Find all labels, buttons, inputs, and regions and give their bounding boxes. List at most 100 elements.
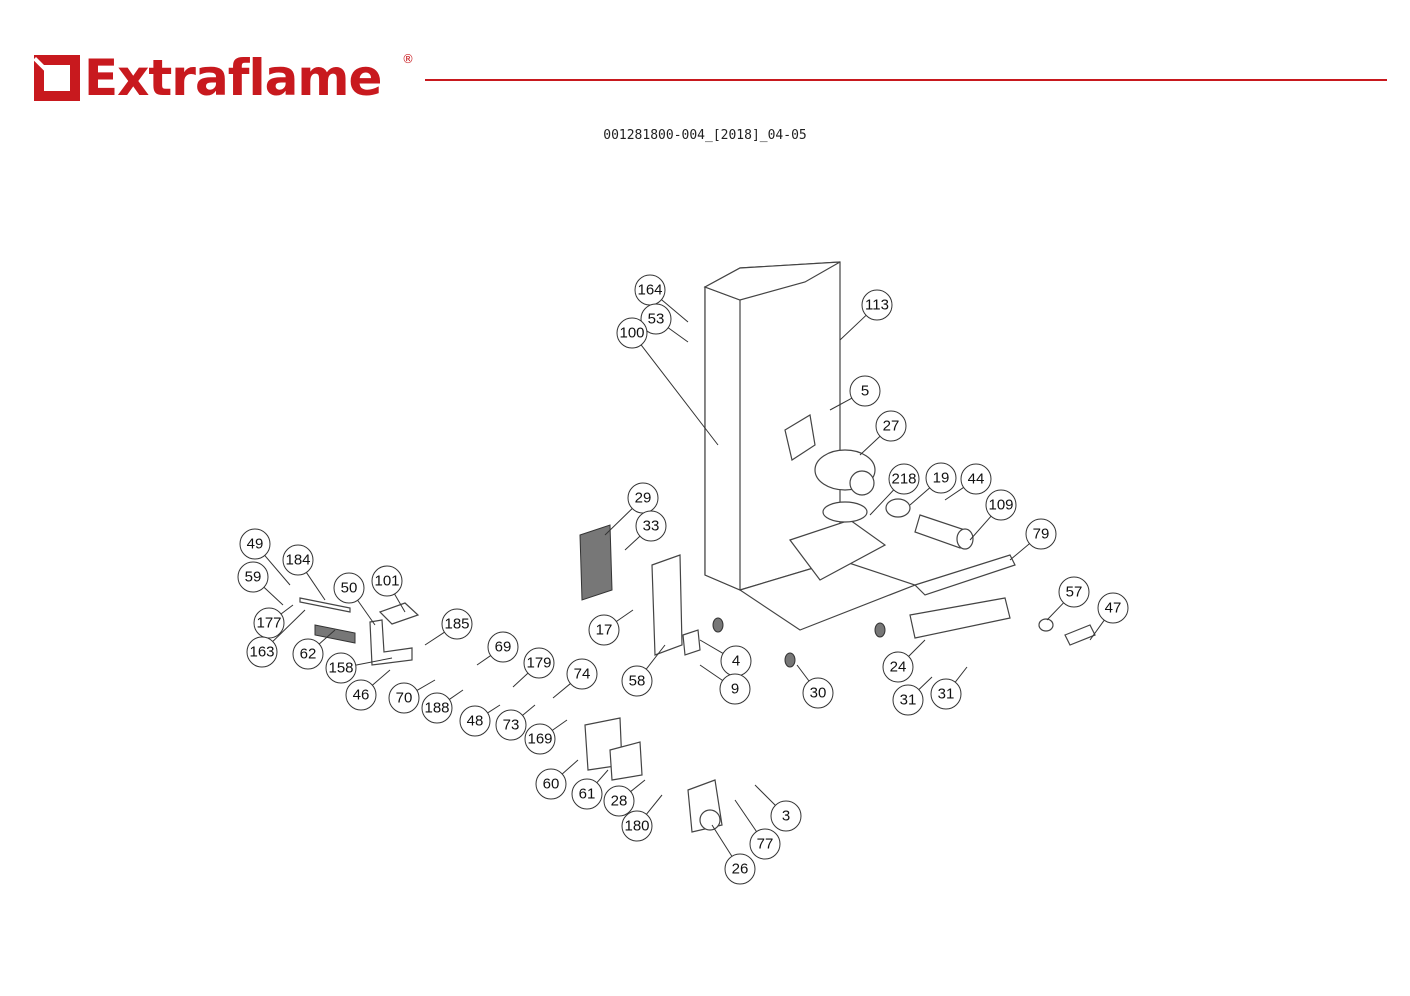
main-frame-side [704, 286, 741, 591]
callout-circle [1025, 518, 1057, 550]
header-rule [425, 79, 1387, 81]
logo-mark-icon [34, 55, 80, 101]
tube-109 [914, 514, 966, 549]
leader-line [699, 664, 723, 681]
callout-label: 19 [933, 470, 950, 487]
callout-circle [616, 317, 648, 349]
callout-30: 30 [796, 664, 834, 709]
leader-line [449, 689, 464, 700]
callout-label: 49 [247, 536, 264, 553]
bracket-58 [651, 554, 683, 656]
leader-line [596, 769, 609, 784]
callout-label: 62 [300, 646, 317, 663]
leader-line [512, 672, 529, 688]
callout-circle [588, 614, 620, 646]
callout-9: 9 [699, 664, 751, 705]
callout-circle [930, 678, 962, 710]
callout-33: 33 [624, 510, 667, 551]
callout-79: 79 [1009, 518, 1057, 561]
leader-line [918, 676, 933, 690]
leader-line [561, 759, 579, 775]
callout-circle [849, 375, 881, 407]
callout-label: 73 [503, 717, 520, 734]
leader-line [646, 794, 663, 815]
callout-label: 185 [444, 616, 469, 633]
callout-circle [621, 665, 653, 697]
callout-label: 9 [731, 681, 739, 698]
bracket-50 [369, 619, 413, 666]
callout-label: 28 [611, 793, 628, 810]
callout-5: 5 [829, 375, 881, 411]
callout-circle [635, 510, 667, 542]
callout-circle [719, 673, 751, 705]
callout-101: 101 [371, 565, 406, 613]
callout-27: 27 [859, 410, 907, 456]
callout-24: 24 [882, 639, 926, 683]
leader-line [1046, 602, 1064, 621]
foot [874, 622, 886, 638]
callout-circle [566, 658, 598, 690]
callout-57: 57 [1046, 576, 1090, 621]
callout-label: 158 [328, 660, 353, 677]
callout-label: 27 [883, 418, 900, 435]
callout-circle [237, 561, 269, 593]
leader-line [711, 824, 733, 857]
callout-label: 70 [396, 690, 413, 707]
callout-label: 26 [732, 861, 749, 878]
callout-113: 113 [839, 289, 893, 341]
leader-line [487, 704, 501, 714]
callout-circle [524, 723, 556, 755]
igniter-47 [1064, 624, 1096, 646]
callout-circle [882, 651, 914, 683]
leader-line [661, 299, 689, 323]
callout-circle [459, 705, 491, 737]
callout-circle [1058, 576, 1090, 608]
callout-circle [253, 607, 285, 639]
callout-label: 179 [526, 655, 551, 672]
callout-46: 46 [345, 669, 391, 711]
callout-31: 31 [930, 666, 968, 710]
brand-name: Extraflame [84, 49, 382, 107]
leader-line [280, 604, 294, 615]
callout-circle [495, 709, 527, 741]
callout-circle [571, 778, 603, 810]
callout-circle [388, 682, 420, 714]
leader-line [1089, 619, 1105, 641]
callout-28: 28 [603, 779, 646, 817]
leader-line [1009, 543, 1030, 561]
leader-line [624, 535, 641, 551]
callout-circle [724, 853, 756, 885]
callout-177: 177 [253, 604, 294, 639]
callout-184: 184 [282, 544, 326, 601]
callout-label: 53 [648, 311, 665, 328]
callout-69: 69 [476, 631, 519, 666]
leader-line [355, 657, 393, 666]
callout-circle [861, 289, 893, 321]
callout-47: 47 [1089, 592, 1129, 641]
callout-163: 163 [246, 609, 306, 668]
callout-label: 101 [374, 573, 399, 590]
leader-line [944, 486, 964, 501]
callout-label: 29 [635, 490, 652, 507]
leader-line [859, 435, 881, 456]
callout-circle [246, 636, 278, 668]
callout-label: 57 [1066, 584, 1083, 601]
callout-label: 46 [353, 687, 370, 704]
callout-164: 164 [634, 274, 689, 323]
rod-184 [299, 597, 351, 613]
callout-circle [802, 677, 834, 709]
callout-circle [345, 679, 377, 711]
leader-line [305, 572, 326, 601]
callout-label: 31 [938, 686, 955, 703]
callout-218: 218 [869, 463, 920, 516]
callout-circle [441, 608, 473, 640]
callout-label: 184 [285, 552, 310, 569]
callout-label: 47 [1105, 600, 1122, 617]
foot [712, 617, 724, 633]
callout-158: 158 [325, 652, 393, 684]
leader-line [869, 489, 895, 516]
callout-label: 50 [341, 580, 358, 597]
leader-line [839, 314, 867, 341]
